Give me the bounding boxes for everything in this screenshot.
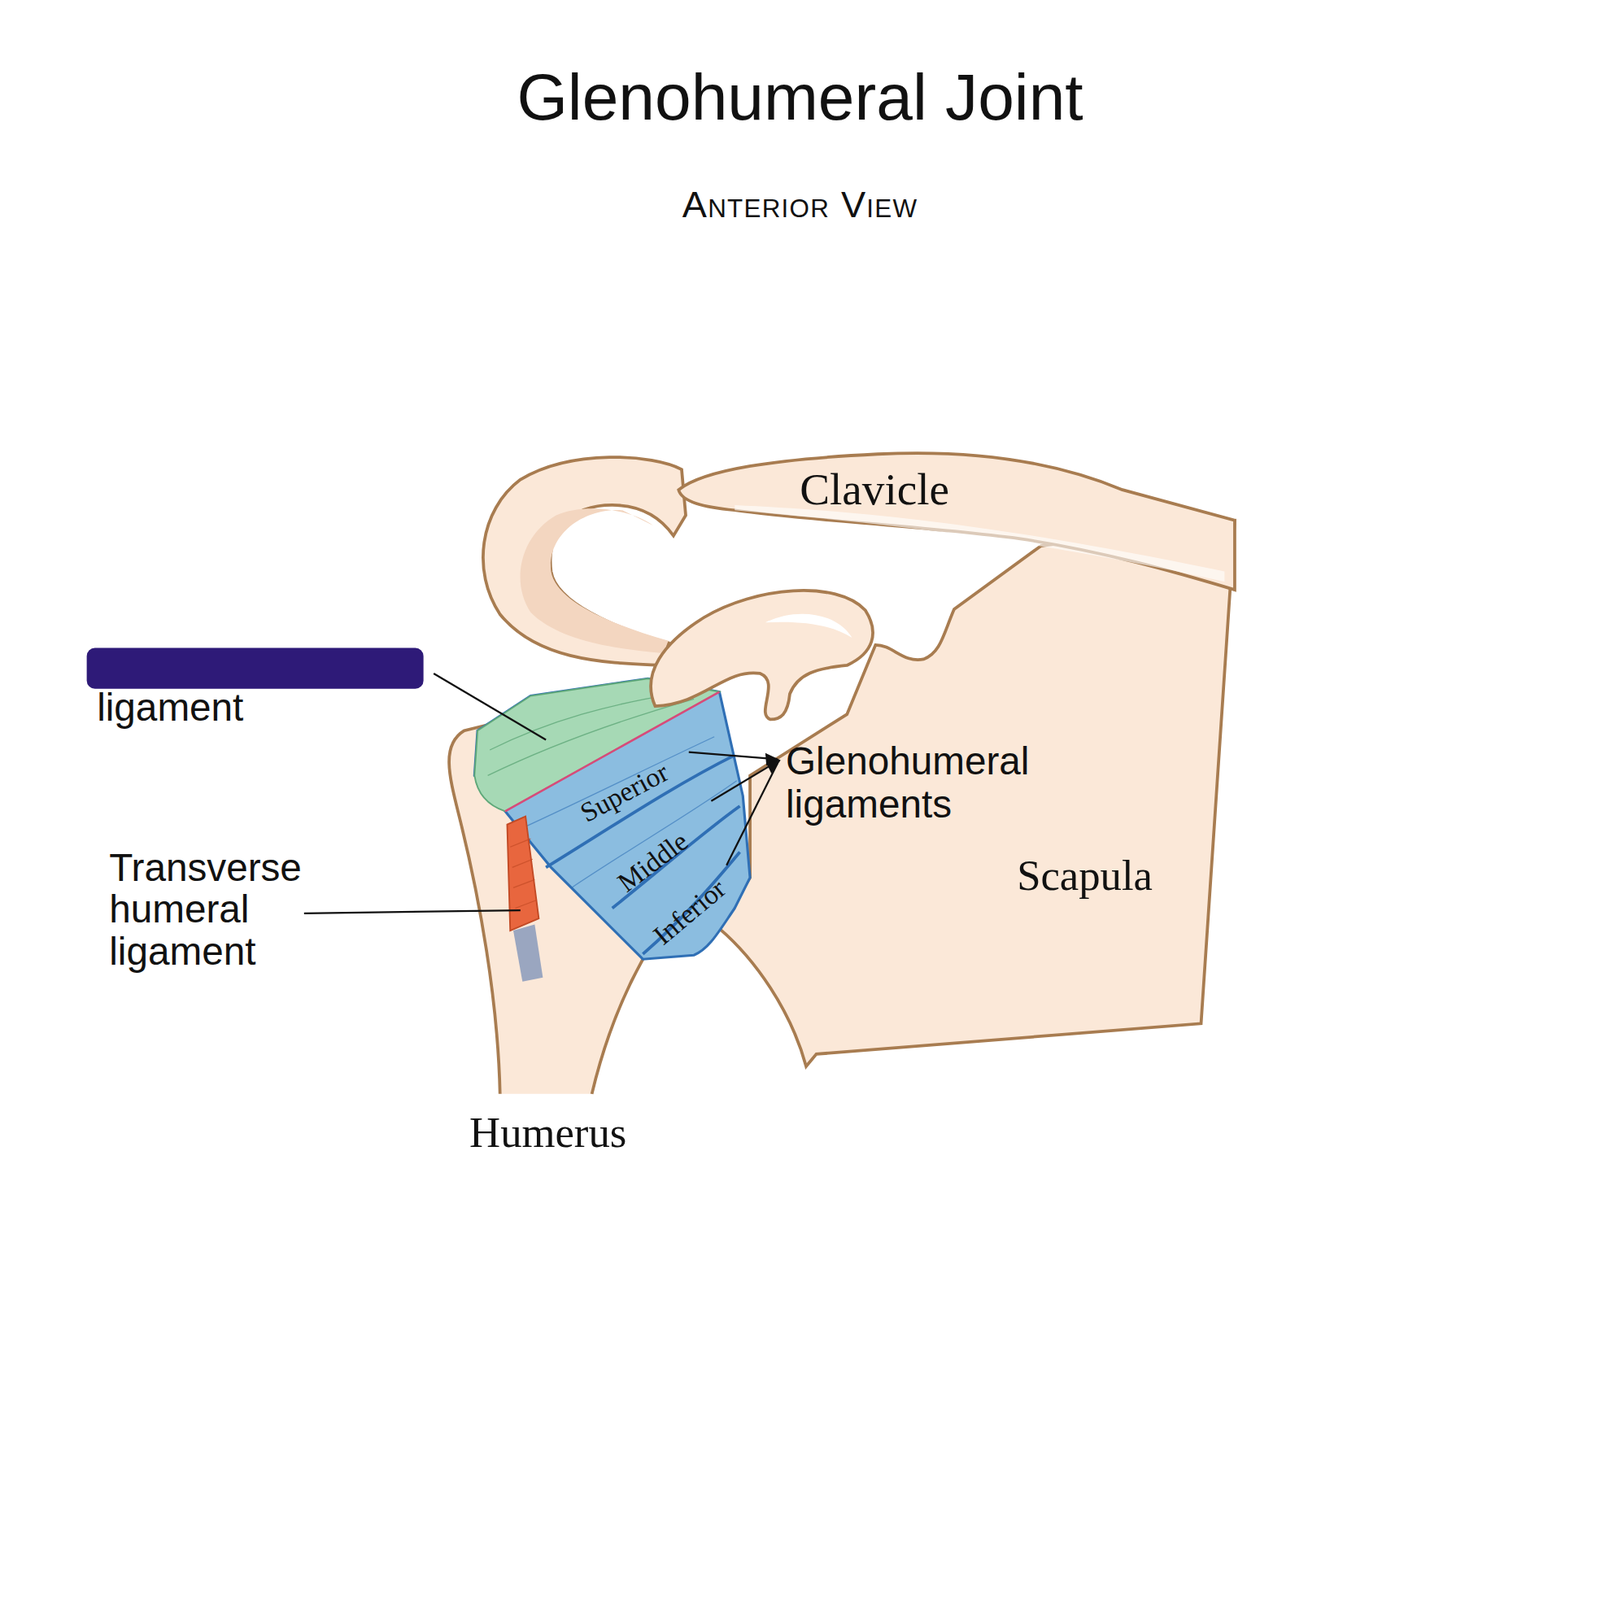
title: Glenohumeral Joint xyxy=(289,59,1311,136)
part-label: Transverse humeral ligament xyxy=(108,846,345,973)
part-label: ligament xyxy=(96,685,244,730)
coracoid-knob xyxy=(650,590,873,720)
redaction-bar xyxy=(87,648,424,689)
joint-capsule xyxy=(474,678,750,960)
clavicle-highlight xyxy=(734,505,1225,582)
subtitle: Anterior View xyxy=(493,183,1107,227)
acromion-hook xyxy=(483,457,686,666)
leader-arrowheads xyxy=(765,753,781,774)
bone-label: Clavicle xyxy=(799,463,950,516)
biceps-tendon xyxy=(513,924,543,982)
bone-label: Humerus xyxy=(469,1107,627,1157)
part-label: Glenohumeral ligaments xyxy=(785,740,1092,826)
ligament-lines xyxy=(525,736,740,955)
transverse-ligament xyxy=(506,816,539,932)
acromion-inner xyxy=(520,508,669,654)
coracoid-highlight xyxy=(765,614,853,638)
clavicle-bone xyxy=(678,453,1235,590)
bone-label: Scapula xyxy=(1016,850,1153,900)
